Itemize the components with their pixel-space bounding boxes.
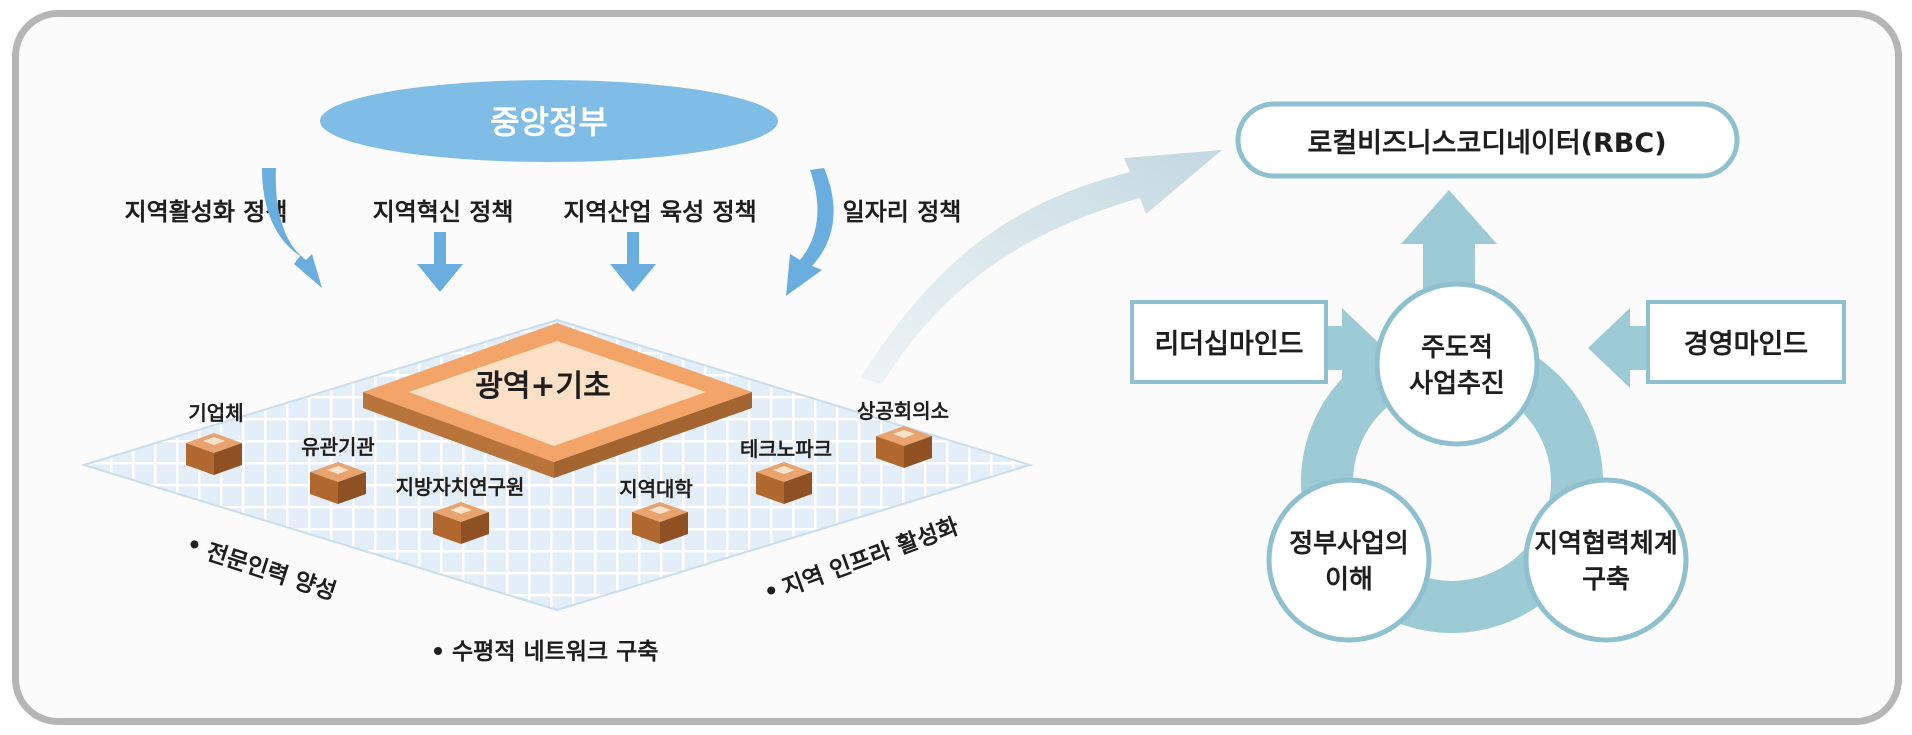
management-mindset-label: 경영마인드 [1684,329,1808,360]
svg-text:수평적 네트워크 구축: 수평적 네트워크 구축 [452,639,658,665]
cycle-node-gov-understanding-line1: 정부사업의 [1289,529,1409,559]
org-label-company: 기업체 [188,401,243,425]
regional-platform [363,323,752,478]
big-curved-arrow [860,150,1222,384]
policy-label-jobs: 일자리 정책 [843,198,962,226]
management-arrow [1588,308,1646,388]
cycle-node-lead-projects [1374,281,1540,447]
org-label-related-agency: 유관기관 [301,435,375,459]
cycle-node-regional-cooperation-line1: 지역협력체계 [1534,529,1678,559]
cube-chamber-of-commerce [876,426,932,468]
policy-arrow-1 [262,168,322,288]
outcome-specialist-training: 전문인력 양성 [190,539,339,606]
cycle-node-gov-understanding-line2: 이해 [1325,565,1373,595]
cycle-node-lead-projects-line1: 주도적 [1421,333,1493,363]
central-government-ellipse [320,80,778,162]
leadership-mindset-box [1130,300,1328,384]
cube-company [186,433,242,475]
org-label-chamber-of-commerce: 상공회의소 [857,399,949,423]
up-arrow [1401,190,1497,290]
cube-related-agency [310,462,366,504]
policy-label-regional-industry: 지역산업 육성 정책 [563,198,756,226]
rbc-label: 로컬비즈니스코디네이터(RBC) [1307,128,1666,159]
outcome-horizontal-network: 수평적 네트워크 구축 [434,639,658,665]
org-label-technopark: 테크노파크 [740,437,832,461]
policy-arrow-2 [417,232,463,292]
policy-label-regional-innovation: 지역혁신 정책 [373,198,514,226]
cycle-node-regional-cooperation [1523,477,1689,643]
policy-arrow-3 [610,232,656,292]
rbc-box [1235,101,1740,179]
org-label-local-research-institute: 지방자치연구원 [396,475,525,499]
cube-local-research-institute [433,502,489,544]
leadership-arrow [1324,308,1384,388]
policy-label-regional-revitalization: 지역활성화 정책 [125,198,288,226]
svg-text:전문인력 양성: 전문인력 양성 [203,539,339,605]
cube-technopark [756,462,812,504]
leadership-mindset-label: 리더십마인드 [1154,329,1303,360]
cycle-node-regional-cooperation-line2: 구축 [1582,565,1630,595]
policy-arrow-4 [786,168,834,296]
org-label-regional-university: 지역대학 [619,477,693,501]
platform-label: 광역+기초 [475,369,611,404]
management-mindset-box [1646,300,1846,384]
cycle-node-lead-projects-line2: 사업추진 [1409,369,1505,399]
cube-regional-university [632,502,688,544]
central-government-label: 중앙정부 [490,103,608,141]
cycle-node-gov-understanding [1266,477,1432,643]
